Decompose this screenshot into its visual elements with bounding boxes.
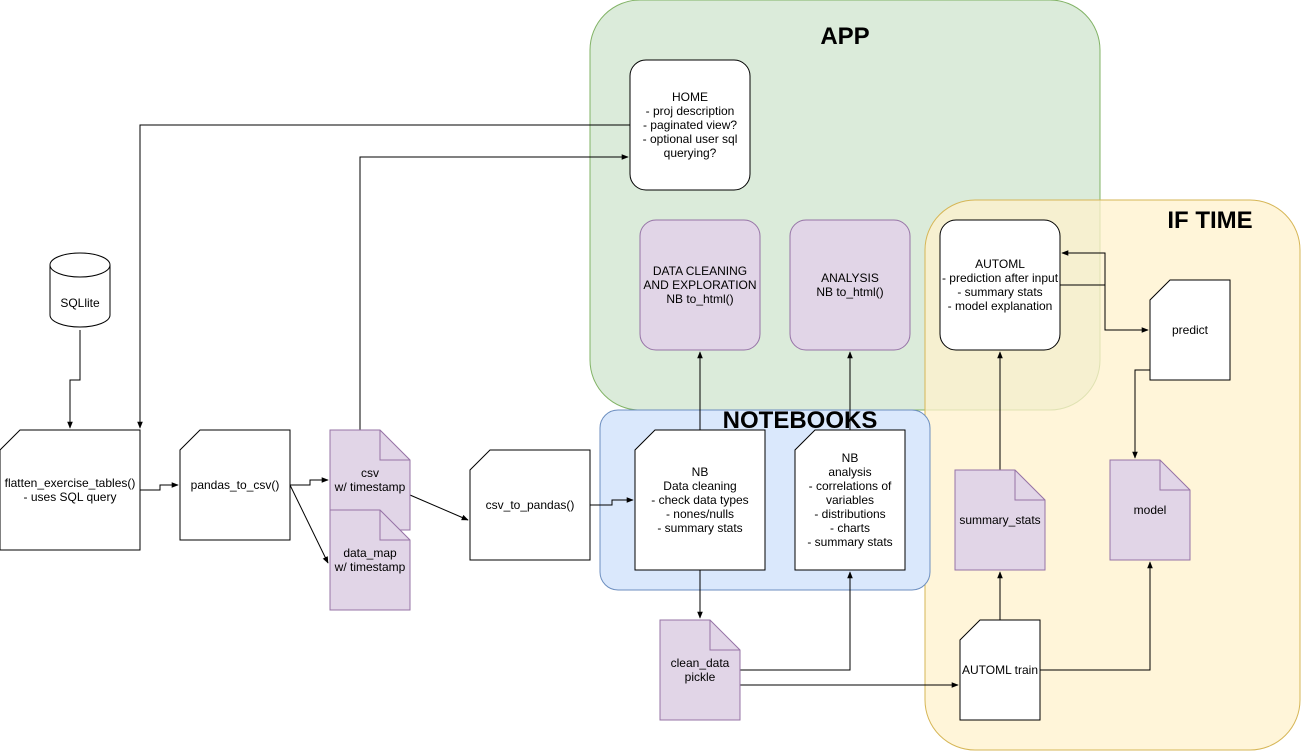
region-app-title: APP (820, 23, 869, 50)
node-label-line: AUTOML train (962, 663, 1038, 677)
node-label-sqlite: SQLlite (60, 296, 100, 310)
edge-pandas-to-csv (290, 477, 329, 486)
node-model-file: model (1109, 459, 1191, 561)
node-label-line: AND EXPLORATION (643, 278, 756, 292)
node-label-line: flatten_exercise_tables() (5, 476, 136, 490)
region-notebooks-title: NOTEBOOKS (723, 407, 878, 434)
node-label-home: HOME- proj description- paginated view?-… (643, 90, 738, 160)
node-label-line: analysis (828, 465, 871, 479)
node-label-line: predict (1172, 323, 1209, 337)
node-label-line: - summary stats (957, 285, 1042, 299)
node-label-line: - charts (830, 521, 870, 535)
node-automl-page: AUTOML- prediction after input- summary … (939, 219, 1061, 351)
edge-csv-to-csvtopandas (409, 494, 469, 521)
node-label-line: - uses SQL query (24, 490, 117, 504)
node-label-line: - optional user sql (643, 132, 738, 146)
edge-automltrain-to-model (1040, 561, 1153, 671)
node-label-line: - summary stats (657, 521, 742, 535)
node-label-line: - distributions (814, 507, 885, 521)
node-label-line: NB to_html() (666, 292, 733, 306)
node-label-flatten: flatten_exercise_tables()- uses SQL quer… (5, 476, 136, 504)
node-label-automl: AUTOML- prediction after input- summary … (942, 257, 1059, 313)
node-label-line: pickle (685, 670, 716, 684)
edge-home-to-flatten (137, 124, 630, 429)
node-label-line: - prediction after input (942, 271, 1059, 285)
edge-flatten-to-pandas (140, 482, 179, 491)
edge-predict-to-automl (1061, 250, 1148, 331)
node-label-line: HOME (672, 90, 708, 104)
edge-cleandata-to-nbanalysis (740, 571, 853, 671)
node-label-line: pandas_to_csv() (191, 478, 280, 492)
node-label-pandas-to-csv: pandas_to_csv() (191, 478, 280, 492)
node-label-predict: predict (1172, 323, 1209, 337)
node-label-line: querying? (664, 146, 717, 160)
node-label-line: - proj description (646, 104, 735, 118)
node-sqlite: SQLlite (49, 252, 111, 328)
edge-sqlite-to-flatten (67, 330, 81, 429)
node-label-automl-train: AUTOML train (962, 663, 1038, 677)
node-label-line: - model explanation (948, 299, 1053, 313)
node-automl-train: AUTOML train (959, 619, 1041, 721)
node-label-line: data_map (343, 546, 397, 560)
node-label-line: summary_stats (959, 513, 1040, 527)
node-label-line: SQLlite (60, 296, 100, 310)
node-label-line: NB (842, 451, 859, 465)
node-label-line: clean_data (671, 656, 730, 670)
edge-pandas-to-datamap (289, 484, 329, 564)
region-if-time-title: IF TIME (1167, 207, 1252, 234)
node-label-line: - correlations of (809, 479, 892, 493)
node-label-line: ANALYSIS (821, 271, 879, 285)
node-label-line: - nones/nulls (666, 507, 734, 521)
node-label-line: variables (826, 493, 874, 507)
node-label-line: w/ timestamp (334, 560, 406, 574)
node-home-page: HOME- proj description- paginated view?-… (629, 59, 751, 191)
node-label-line: NB to_html() (816, 285, 883, 299)
node-label-line: - summary stats (807, 535, 892, 549)
node-label-model: model (1134, 503, 1167, 517)
edge-predict-to-model (1132, 369, 1150, 459)
node-label-line: Data cleaning (663, 479, 736, 493)
node-label-line: csv (361, 466, 379, 480)
edge-csv-to-home (359, 154, 629, 430)
edge-csvtopandas-to-nbcleaning (590, 497, 634, 506)
node-label-line: AUTOML (975, 257, 1025, 271)
node-label-line: csv_to_pandas() (486, 498, 575, 512)
node-label-line: - check data types (651, 493, 748, 507)
node-label-summary-stats: summary_stats (959, 513, 1040, 527)
node-label-csv-to-pandas: csv_to_pandas() (486, 498, 575, 512)
node-csv-to-pandas: csv_to_pandas() (469, 449, 591, 561)
node-label-line: w/ timestamp (334, 480, 406, 494)
connectors (67, 124, 1153, 688)
node-label-line: NB (692, 465, 709, 479)
node-pandas-to-csv: pandas_to_csv() (179, 429, 291, 541)
node-predict: predict (1149, 279, 1231, 381)
node-flatten-exercise-tables: flatten_exercise_tables()- uses SQL quer… (0, 429, 141, 551)
node-summary-stats-file: summary_stats (954, 469, 1046, 571)
node-label-line: - paginated view? (643, 118, 737, 132)
node-label-line: DATA CLEANING (653, 264, 747, 278)
node-label-line: model (1134, 503, 1167, 517)
